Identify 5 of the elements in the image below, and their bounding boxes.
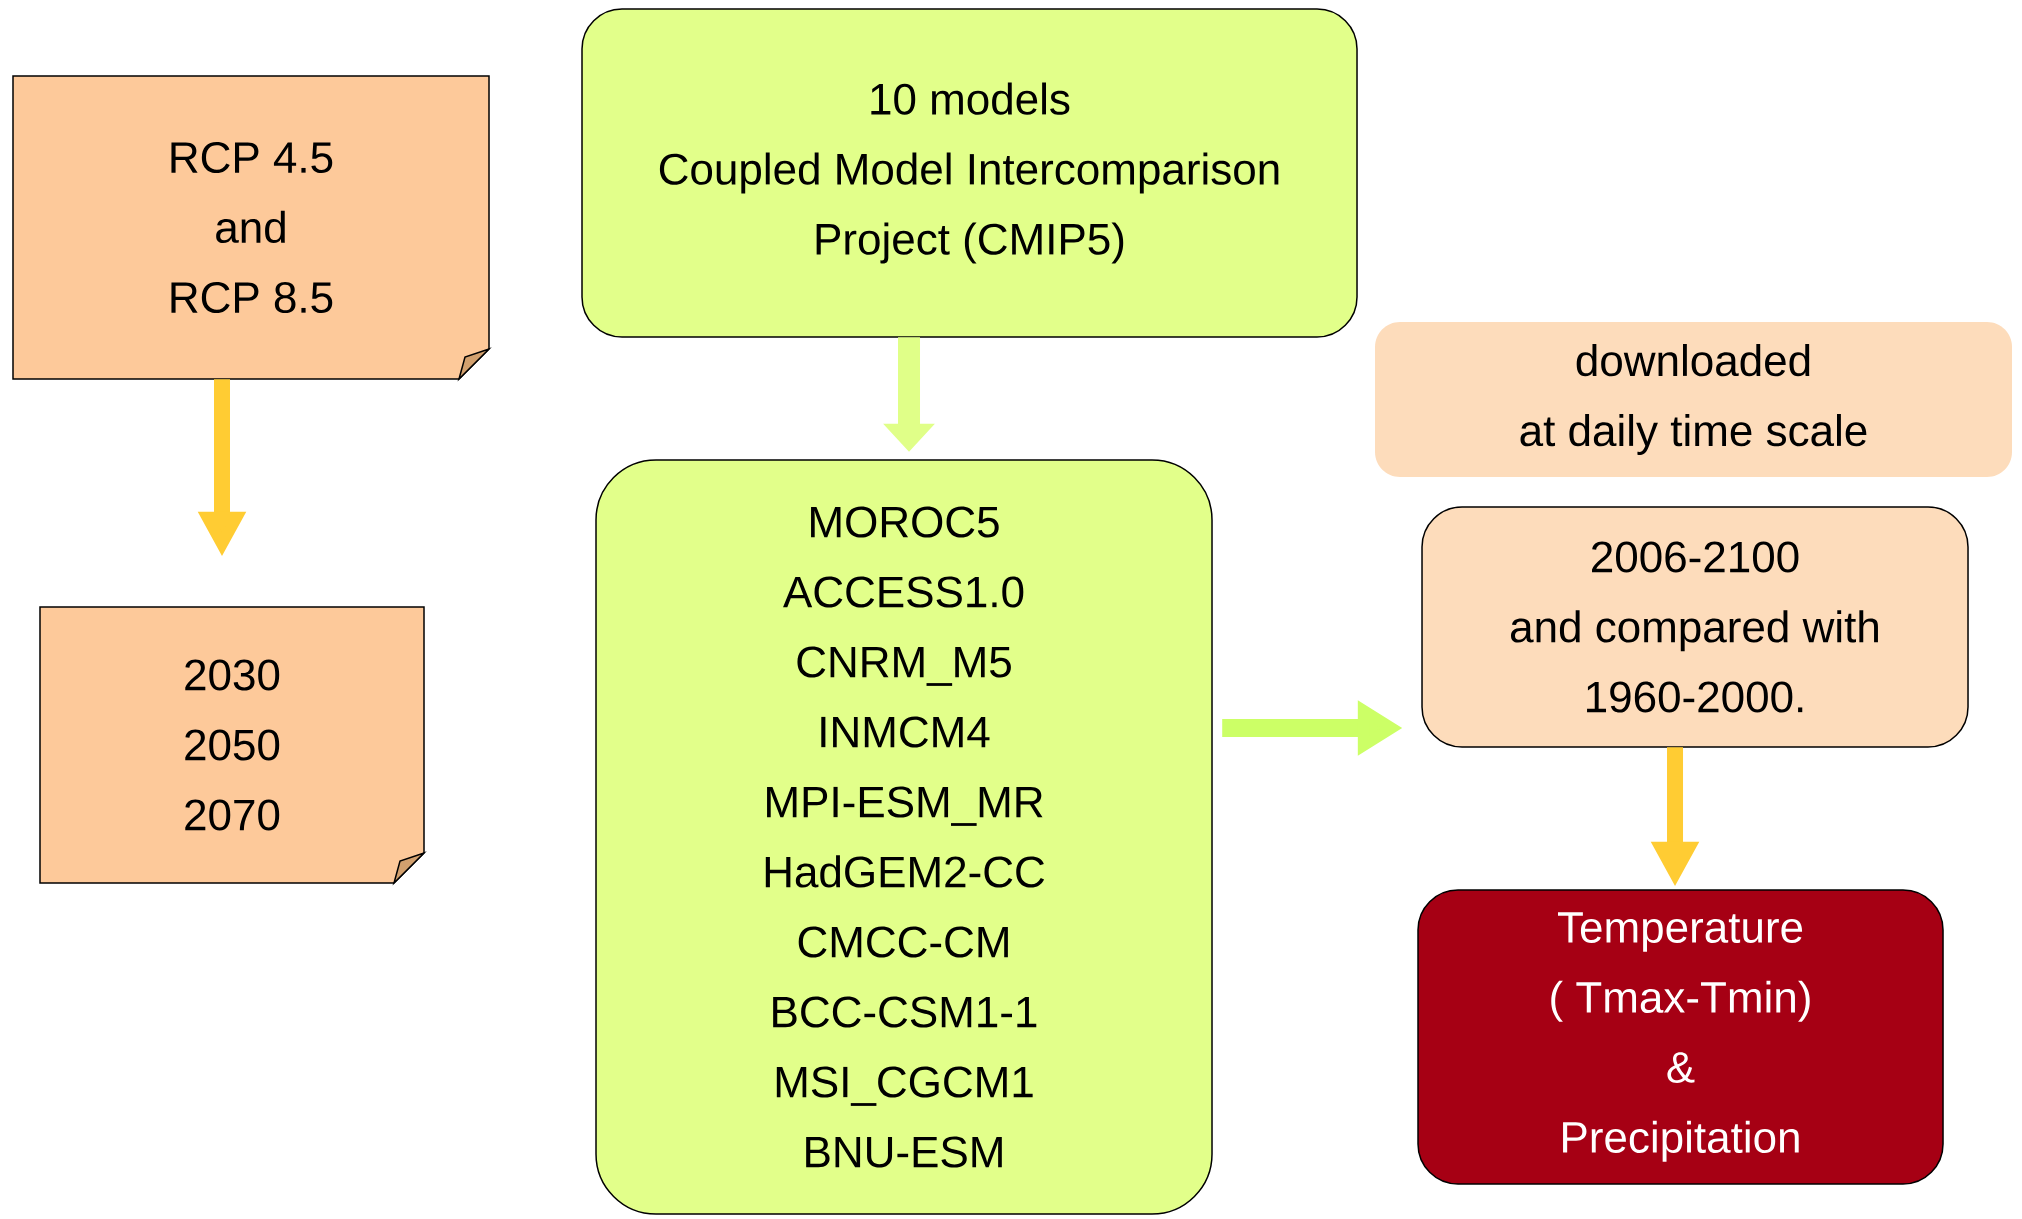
rounded-box: Temperature ( Tmax-Tmin) & Precipitation [1417,889,1944,1185]
rounded-box: MOROC5 ACCESS1.0 CNRM_M5 INMCM4 MPI-ESM_MR HadGEM2-CC CMCC-CM BCC-CSM1-1 MSI_CGCM1 BNU-ESM [595,459,1213,1215]
rounded-box: 2006-2100 and compared with 1960-2000. [1421,506,1969,748]
rounded-box: 10 models Coupled Model Intercomparison Project (CMIP5) [581,8,1358,338]
rounded-box: downloaded at daily time scale [1375,322,2012,477]
